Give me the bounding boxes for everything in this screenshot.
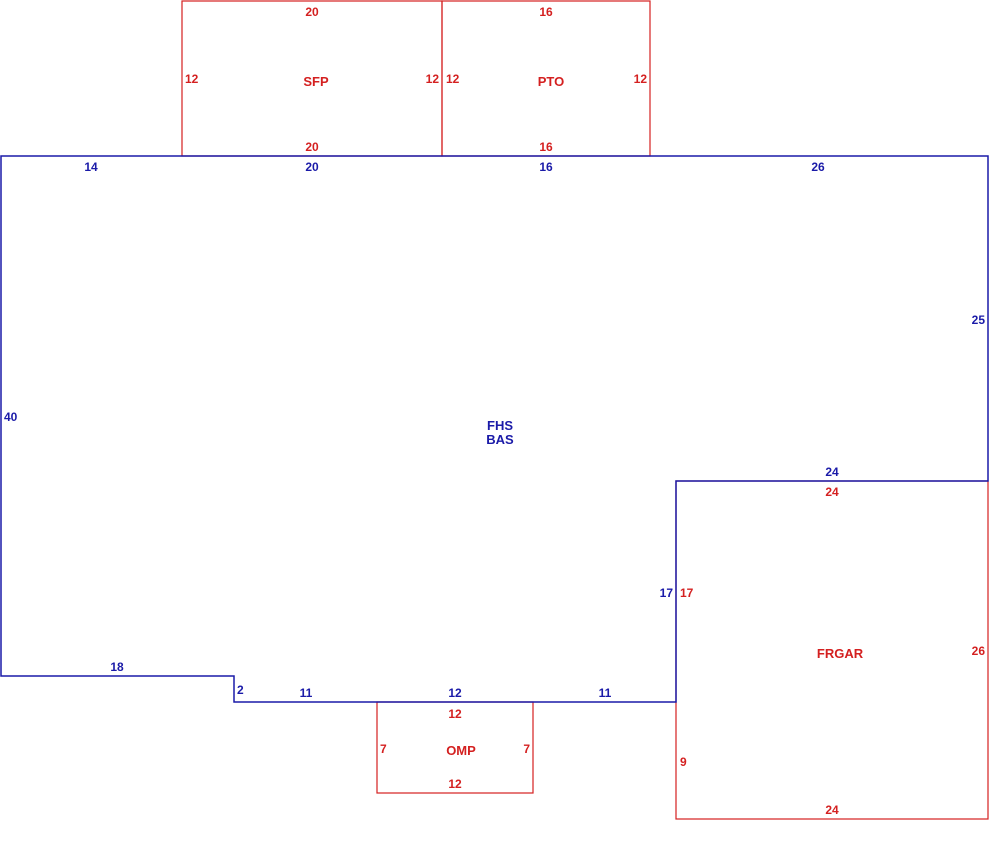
main-area-label-fhs: FHS [487, 418, 513, 433]
dim-pto-left: 12 [446, 72, 460, 86]
sfp-area-label: SFP [303, 74, 329, 89]
dim-sfp-right: 12 [426, 72, 440, 86]
dim-frgar-bottom: 24 [825, 803, 839, 817]
dim-main-inner-top: 24 [825, 465, 839, 479]
main-area-outline [0, 155, 989, 703]
dim-sfp-top: 20 [305, 5, 319, 19]
dim-main-top-left: 14 [84, 160, 98, 174]
main-area-label-bas: BAS [486, 432, 514, 447]
dim-main-top-pto: 16 [539, 160, 553, 174]
dim-frgar-left-upper: 17 [680, 586, 694, 600]
dim-main-top-sfp: 20 [305, 160, 319, 174]
dim-main-step: 2 [237, 683, 244, 697]
dim-main-bottom-b: 12 [448, 686, 462, 700]
dim-main-bottom-c: 11 [599, 686, 612, 700]
dim-frgar-left-lower: 9 [680, 755, 687, 769]
dim-omp-bottom: 12 [448, 777, 462, 791]
dim-main-bottom-a: 11 [300, 686, 313, 700]
frgar-area-label: FRGAR [817, 646, 864, 661]
dim-pto-right: 12 [634, 72, 648, 86]
omp-area-label: OMP [446, 743, 476, 758]
dim-pto-top: 16 [539, 5, 553, 19]
dim-main-left: 40 [4, 410, 18, 424]
dim-pto-bottom: 16 [539, 140, 553, 154]
dim-main-top-right: 26 [811, 160, 825, 174]
dim-omp-left: 7 [380, 742, 387, 756]
dim-main-inner-side: 17 [660, 586, 674, 600]
dim-frgar-right: 26 [972, 644, 986, 658]
dim-omp-top: 12 [448, 707, 462, 721]
dim-main-right: 25 [972, 313, 986, 327]
dim-sfp-left: 12 [185, 72, 199, 86]
dim-main-bottom-left: 18 [110, 660, 124, 674]
dim-frgar-top: 24 [825, 485, 839, 499]
dim-sfp-bottom: 20 [305, 140, 319, 154]
dim-omp-right: 7 [523, 742, 530, 756]
pto-area-label: PTO [538, 74, 565, 89]
